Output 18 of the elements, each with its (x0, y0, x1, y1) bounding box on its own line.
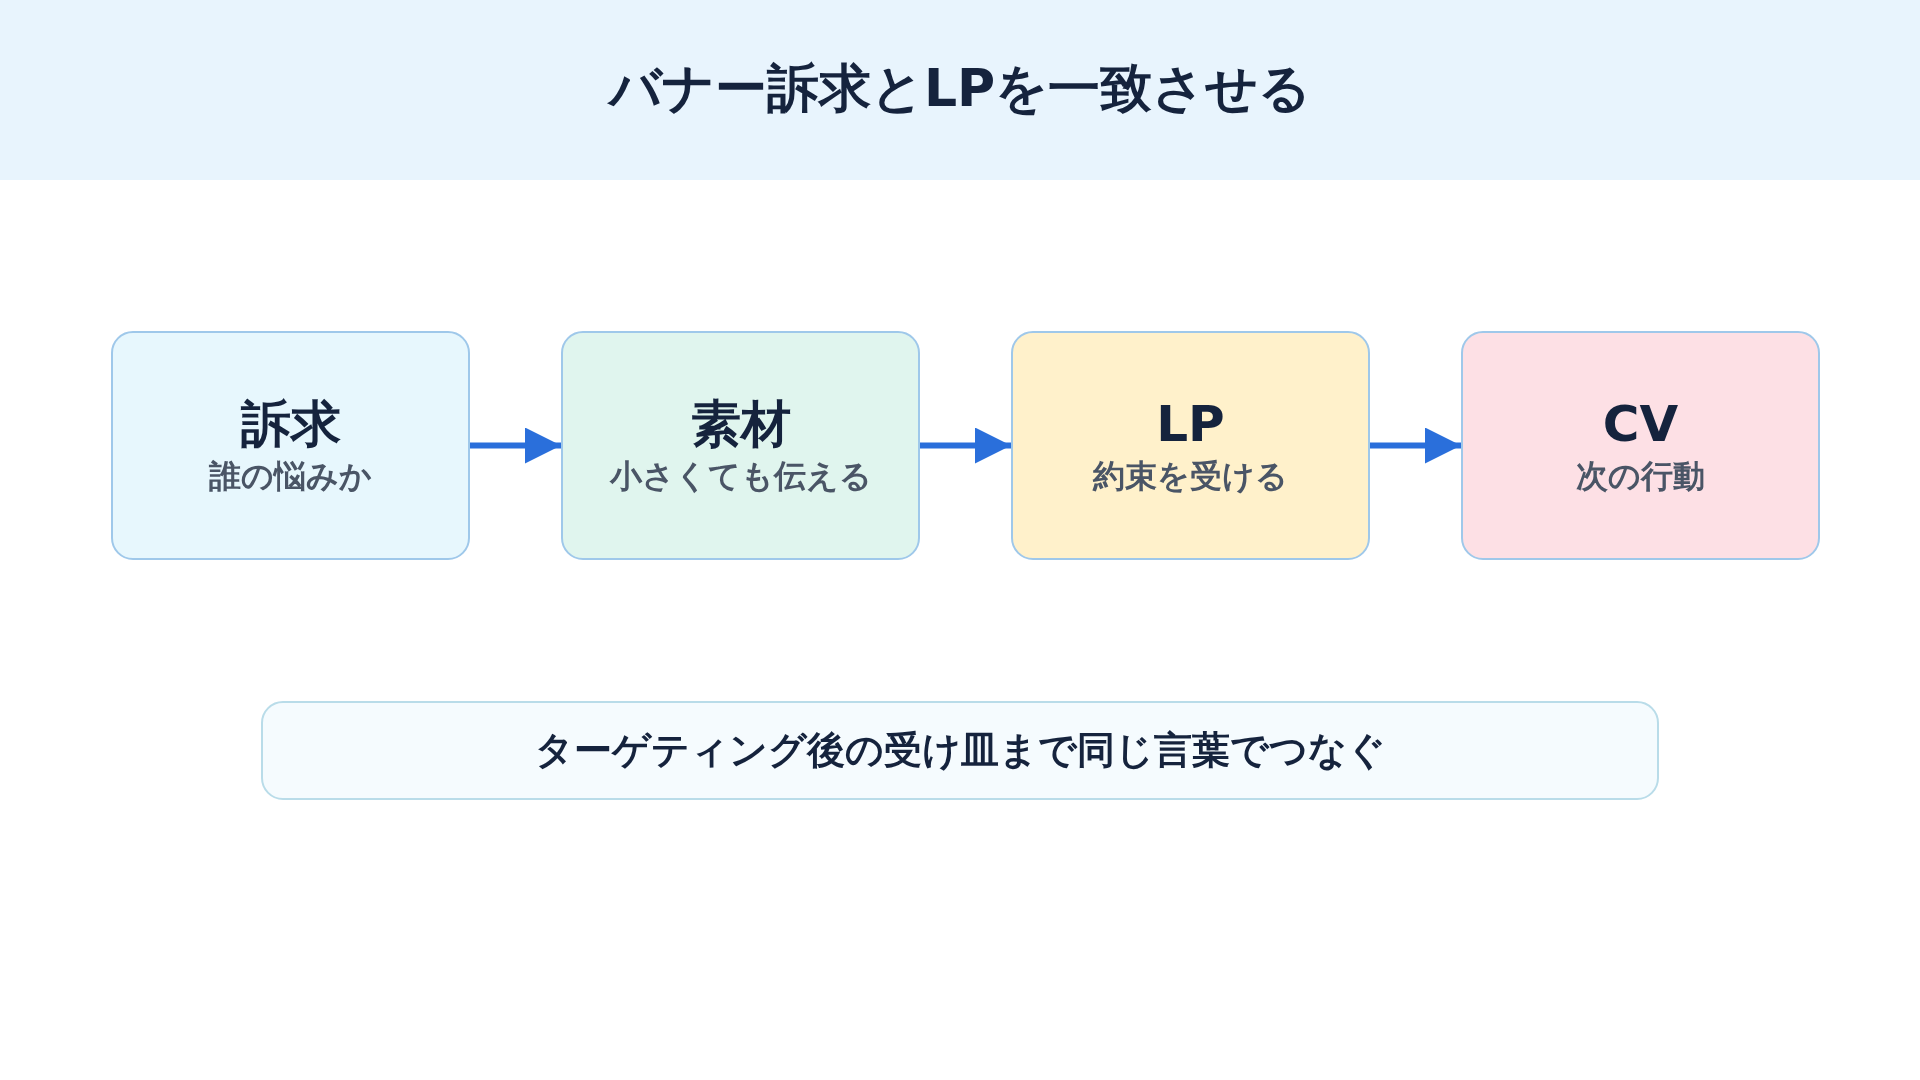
box-heading: 素材 (690, 393, 791, 454)
box-subtitle: 次の行動 (1576, 455, 1705, 497)
process-box (1011, 331, 1370, 560)
title: バナー訴求とLPを一致させる (606, 57, 1313, 120)
process-box (111, 331, 470, 560)
arrow (920, 427, 1011, 464)
note-box (261, 701, 1659, 800)
process-box (1461, 331, 1820, 560)
arrow (470, 427, 561, 464)
arrow (1370, 427, 1461, 464)
box-subtitle: 小さくても伝える (609, 455, 872, 497)
box-subtitle: 約束を受ける (1093, 455, 1288, 497)
process-box (561, 331, 920, 560)
box-subtitle: 誰の悩みか (209, 455, 372, 497)
box-heading: 訴求 (240, 393, 341, 454)
box-heading: LP (1156, 393, 1225, 454)
box-heading: CV (1602, 393, 1679, 454)
note-text: ターゲティング後の受け皿まで同じ言葉でつなぐ (534, 727, 1386, 774)
